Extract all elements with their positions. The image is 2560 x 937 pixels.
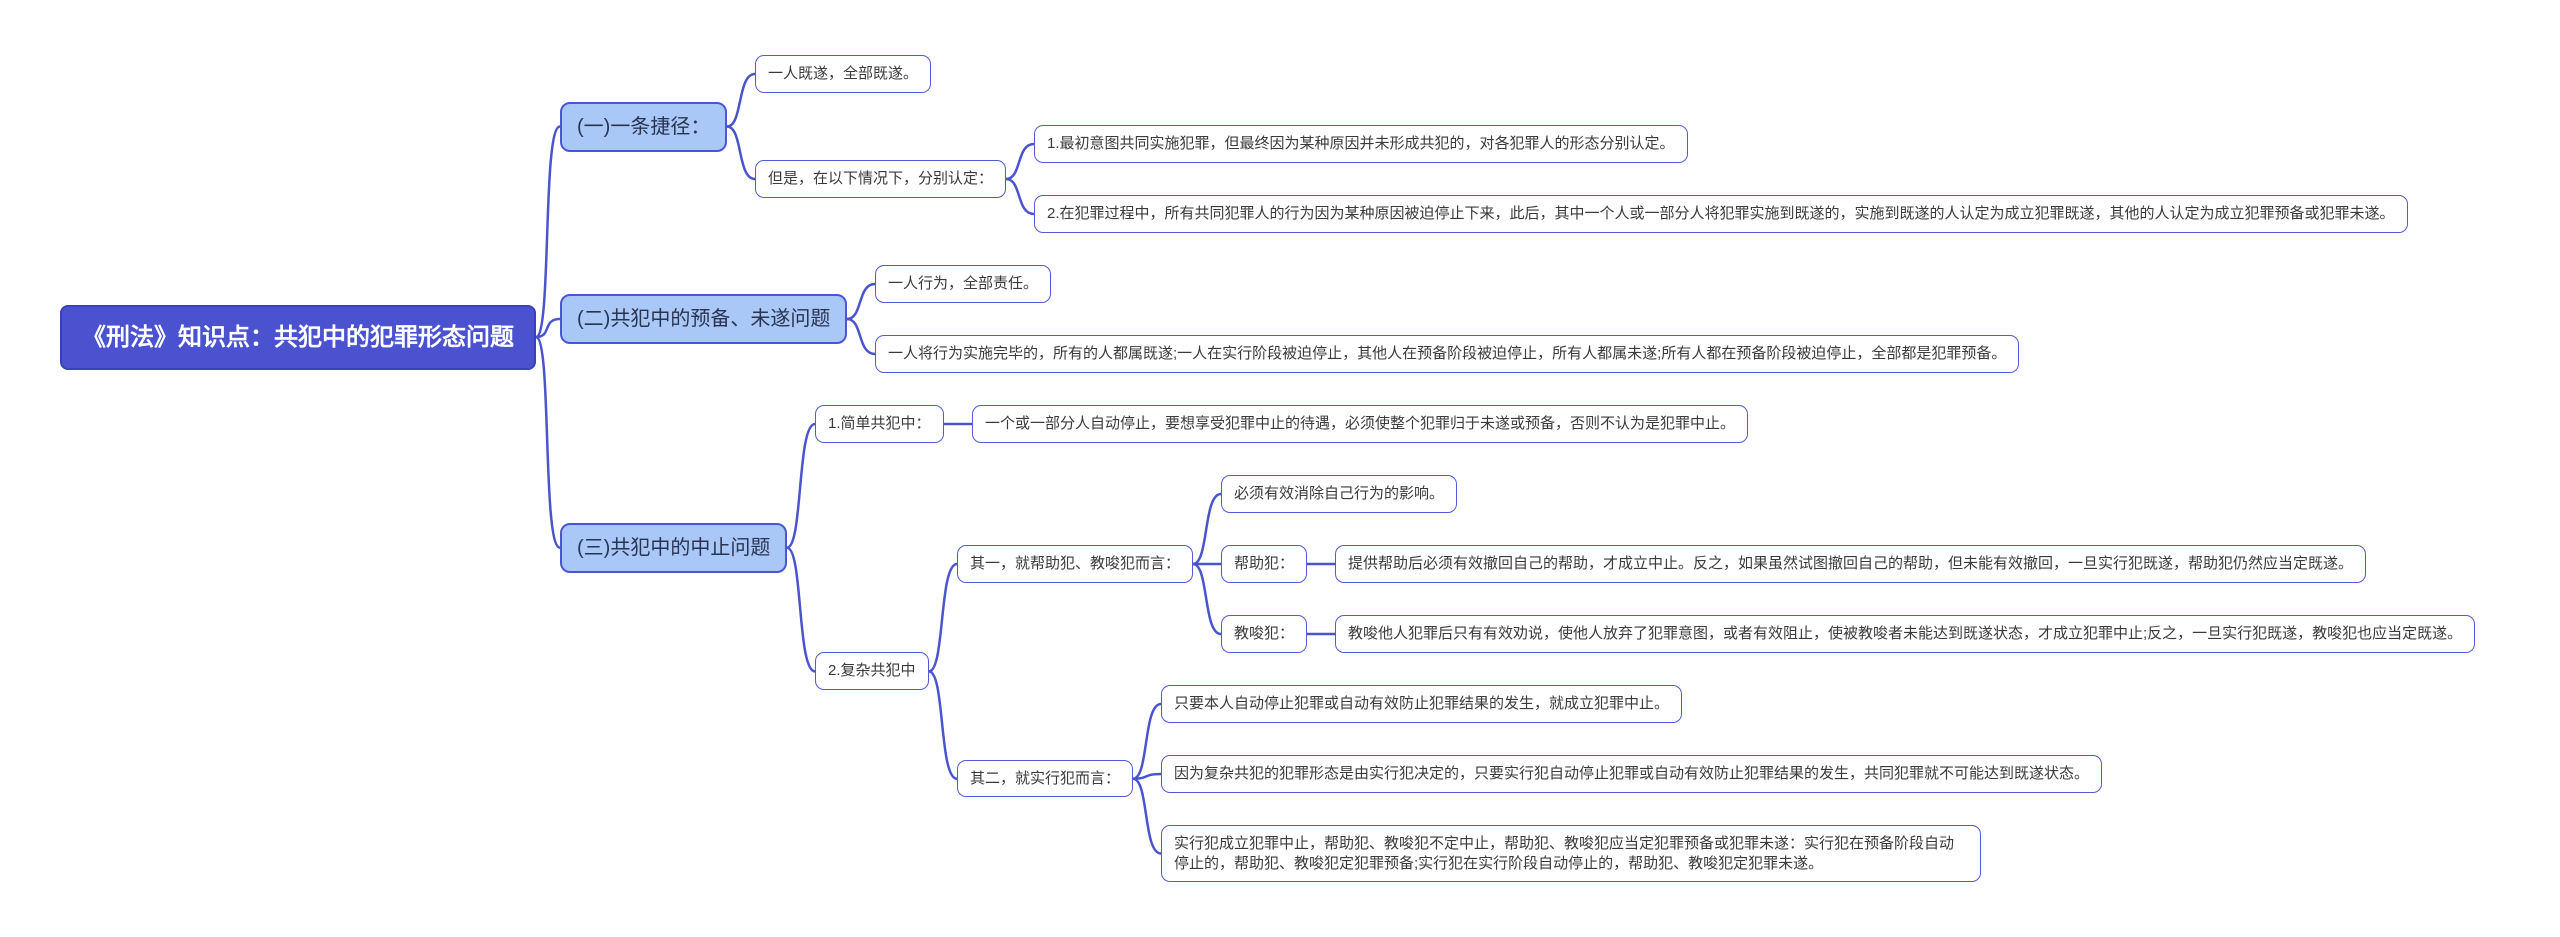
mindmap-node[interactable]: 其一，就帮助犯、教唆犯而言： [957, 545, 1194, 583]
mindmap-node[interactable]: 必须有效消除自己行为的影响。 [1221, 475, 1458, 513]
mindmap-node[interactable]: 其二，就实行犯而言： [957, 759, 1134, 798]
mindmap-node[interactable]: 实行犯成立犯罪中止，帮助犯、教唆犯不定中止，帮助犯、教唆犯应当定犯罪预备或犯罪未… [1161, 825, 1981, 882]
mindmap-node[interactable]: 一个或一部分人自动停止，要想享受犯罪中止的待遇，必须使整个犯罪归于未遂或预备，否… [972, 405, 1749, 443]
mindmap-node[interactable]: 一人既遂，全部既遂。 [755, 55, 932, 93]
mindmap-node[interactable]: 帮助犯： [1221, 545, 1308, 583]
mindmap-node[interactable]: 2.在犯罪过程中，所有共同犯罪人的行为因为某种原因被迫停止下来，此后，其中一个人… [1034, 195, 2408, 233]
mindmap-branch-node[interactable]: (一)一条捷径： [560, 101, 728, 152]
mindmap-node[interactable]: 一人将行为实施完毕的，所有的人都属既遂;一人在实行阶段被迫停止，其他人在预备阶段… [875, 335, 2020, 373]
mindmap-node[interactable]: 1.最初意图共同实施犯罪，但最终因为某种原因并未形成共犯的，对各犯罪人的形态分别… [1034, 125, 1688, 163]
mindmap-node[interactable]: 因为复杂共犯的犯罪形态是由实行犯决定的，只要实行犯自动停止犯罪或自动有效防止犯罪… [1161, 755, 2103, 793]
mindmap-root-node[interactable]: 《刑法》知识点：共犯中的犯罪形态问题 [60, 304, 536, 370]
mindmap-node[interactable]: 但是，在以下情况下，分别认定： [755, 160, 1007, 198]
mindmap-branch-node[interactable]: (二)共犯中的预备、未遂问题 [560, 294, 848, 344]
mindmap-node[interactable]: 1.简单共犯中： [815, 405, 944, 443]
mindmap-node[interactable]: 教唆犯： [1221, 615, 1308, 653]
mindmap-node[interactable]: 教唆他人犯罪后只有有效劝说，使他人放弃了犯罪意图，或者有效阻止，使被教唆者未能达… [1335, 615, 2476, 653]
mindmap-node[interactable]: 只要本人自动停止犯罪或自动有效防止犯罪结果的发生，就成立犯罪中止。 [1161, 685, 1683, 723]
mindmap-node[interactable]: 2.复杂共犯中 [815, 652, 929, 690]
mindmap-node[interactable]: 一人行为，全部责任。 [875, 265, 1052, 303]
mindmap-branch-node[interactable]: (三)共犯中的中止问题 [560, 522, 788, 573]
mindmap-node[interactable]: 提供帮助后必须有效撤回自己的帮助，才成立中止。反之，如果虽然试图撤回自己的帮助，… [1335, 545, 2367, 583]
